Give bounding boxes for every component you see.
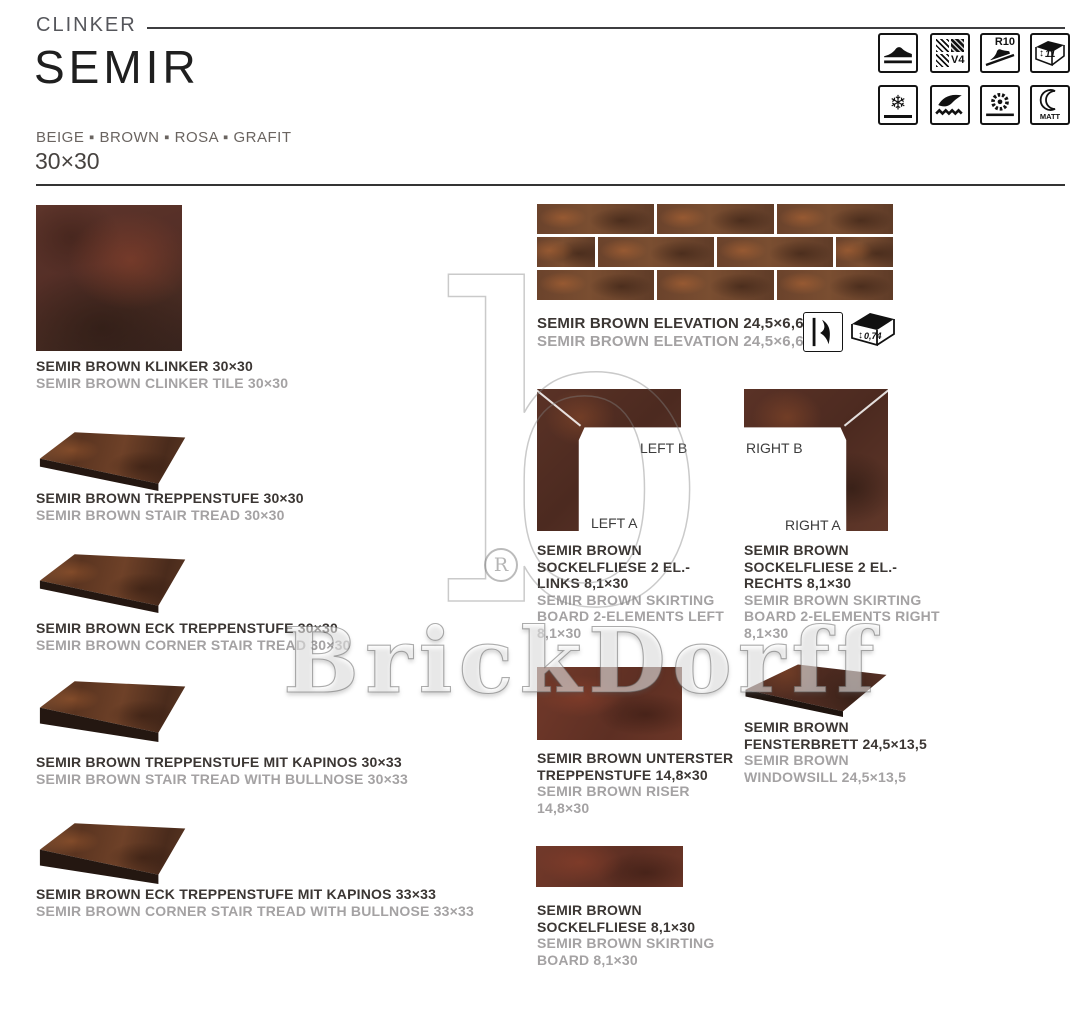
abrasion-resistance-icon [980,85,1020,125]
skirting-2el-right-photo [744,389,888,531]
skirting-right-label-block: SEMIR BROWN SOCKELFLIESE 2 EL.- RECHTS 8… [744,542,940,641]
slip-resistance-r10-icon: R10 [980,33,1020,73]
product-title-line: RECHTS 8,1×30 [744,575,852,591]
skirting-board-photo [536,846,683,887]
header-divider [36,184,1065,186]
windowsill-photo [741,660,891,717]
product-title: SEMIR BROWN TREPPENSTUFE MIT KAPINOS 30×… [36,754,402,770]
product-title: SEMIR BROWN ECK TREPPENSTUFE 30×30 [36,620,339,636]
structured-surface-icon [930,85,970,125]
product-subtitle-line: SEMIR BROWN SKIRTING [537,935,715,951]
watermark-registered-mark: R [484,548,518,582]
elevation-brick-photo [537,204,893,301]
available-colors: BEIGE ▪ BROWN ▪ ROSA ▪ GRAFIT [36,129,292,146]
corner-label-left-b: LEFT B [640,440,688,456]
product-subtitle-line: SEMIR BROWN SKIRTING [744,591,922,608]
product-subtitle-line: 8,1×30 [744,624,789,641]
product-subtitle-line: 8,1×30 [537,624,582,641]
matt-finish-icon: MATT [1030,85,1070,125]
thickness-arrow: ↕ [858,330,863,341]
product-subtitle: SEMIR BROWN STAIR TREAD WITH BULLNOSE 30… [36,771,408,787]
product-title-line: SEMIR BROWN [744,719,849,735]
thickness-11mm-icon: ↕ 11 [1030,33,1070,73]
v4-label: V4 [951,54,965,66]
product-subtitle-line: SEMIR BROWN RISER [537,783,690,799]
product-subtitle-line: BOARD 2-ELEMENTS LEFT [537,608,724,624]
product-title-line: TREPPENSTUFE 14,8×30 [537,766,708,783]
product-title-line: FENSTERBRETT 24,5×13,5 [744,735,927,752]
shade-variation-v4-icon: V4 [930,33,970,73]
skirting-2el-left-photo [537,389,681,531]
product-title-line: SOCKELFLIESE 2 EL.- [744,558,898,575]
stair-tread-photo [32,427,190,493]
r10-label: R10 [994,36,1015,48]
product-subtitle: SEMIR BROWN STAIR TREAD 30×30 [36,507,285,523]
corner-label-right-b: RIGHT B [746,440,803,456]
header-rule [147,27,1065,29]
thickness-arrow: ↕ [1039,48,1044,59]
riser-photo [537,667,682,740]
product-title-line: LINKS 8,1×30 [537,575,629,591]
bullnose-stair-tread-photo [32,676,190,742]
product-subtitle: SEMIR BROWN CLINKER TILE 30×30 [36,375,289,391]
dot-square [951,39,964,52]
elevation-subtitle: SEMIR BROWN ELEVATION 24,5×6,6 [537,333,804,350]
product-title: SEMIR BROWN TREPPENSTUFE 30×30 [36,490,304,506]
product-title-line: SEMIR BROWN [537,902,642,918]
product-title: SEMIR BROWN ECK TREPPENSTUFE MIT KAPINOS… [36,886,437,902]
product-subtitle-line: SEMIR BROWN [744,752,849,768]
klinker-tile-photo [36,205,182,351]
product-title-line: SEMIR BROWN [744,542,849,558]
product-subtitle-line: WINDOWSILL 24,5×13,5 [744,768,907,785]
tile-size: 30×30 [35,148,100,174]
windowsill-label-block: SEMIR BROWN FENSTERBRETT 24,5×13,5 SEMIR… [744,719,927,785]
riser-label-block: SEMIR BROWN UNTERSTER TREPPENSTUFE 14,8×… [537,750,733,816]
thickness-value: 11 [1045,49,1056,60]
product-subtitle-line: 14,8×30 [537,799,590,816]
collection-name: CLINKER [36,14,137,36]
product-subtitle: SEMIR BROWN CORNER STAIR TREAD 30×30 [36,637,351,653]
series-title: SEMIR [34,41,200,93]
hatch-square [936,54,949,67]
wall-application-icon [803,312,843,352]
weight-value: 0,74 [864,331,882,341]
product-title-line: SOCKELFLIESE 2 EL.- [537,558,691,575]
matt-label: MATT [1039,112,1061,121]
footwear-traffic-icon [878,33,918,73]
corner-bullnose-stair-tread-photo [32,818,190,884]
product-title-line: SEMIR BROWN UNTERSTER [537,750,734,766]
skirting-single-label-block: SEMIR BROWN SOCKELFLIESE 8,1×30 SEMIR BR… [537,902,714,968]
elevation-title: SEMIR BROWN ELEVATION 24,5×6,6 [537,315,804,332]
corner-stair-tread-photo [32,549,190,615]
ground-line [884,115,912,118]
hatch-square [936,39,949,52]
product-subtitle-line: SEMIR BROWN SKIRTING [537,591,715,608]
product-title-line: SEMIR BROWN [537,542,642,558]
product-subtitle-line: BOARD 8,1×30 [537,951,638,968]
product-title: SEMIR BROWN KLINKER 30×30 [36,358,253,374]
product-title-line: SOCKELFLIESE 8,1×30 [537,918,696,935]
product-subtitle-line: BOARD 2-ELEMENTS RIGHT [744,608,940,624]
skirting-left-label-block: SEMIR BROWN SOCKELFLIESE 2 EL.- LINKS 8,… [537,542,724,641]
corner-label-right-a: RIGHT A [785,517,841,533]
corner-label-left-a: LEFT A [591,515,638,531]
weight-per-piece-icon: ↕ 0,74 [850,310,896,354]
frost-resistant-icon: ❄ [878,85,918,125]
snowflake-icon: ❄ [889,92,907,115]
product-subtitle: SEMIR BROWN CORNER STAIR TREAD WITH BULL… [36,903,474,919]
